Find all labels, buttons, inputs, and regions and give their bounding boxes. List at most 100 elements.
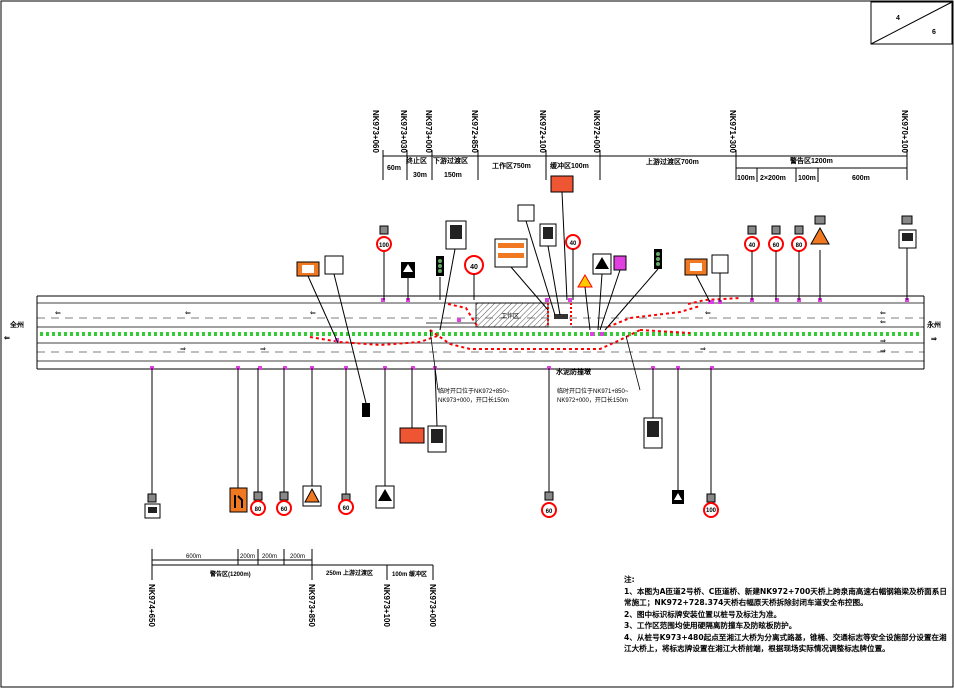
- speed-limit-value: 40: [749, 243, 756, 249]
- up-transition-label: 上游过渡区700m: [646, 157, 699, 166]
- lane-arrow-icon: ⇐: [880, 310, 886, 317]
- warning-light-icon: [771, 225, 781, 235]
- traffic-light-icon: [362, 403, 370, 417]
- speed-limit-value: 60: [343, 506, 350, 512]
- speed-limit-value: 80: [796, 243, 803, 249]
- top-zone-chain: [382, 150, 908, 182]
- bottom-stakes: NK974+650 NK973+850 NK973+100 NK973+000: [147, 584, 437, 627]
- bottom-seg: 600m: [186, 554, 201, 560]
- direction-sign-icon: [517, 204, 535, 222]
- speed-limit-value: 60: [546, 509, 553, 515]
- bottom-seg: 200m: [290, 554, 305, 560]
- warning-light-icon: [279, 491, 289, 501]
- stake-label: NK972+100: [538, 110, 547, 153]
- bottom-zone-labels: 600m 200m 200m 200m 警告区(1200m) 250m 上游过渡…: [186, 554, 427, 578]
- sheet-number: 4: [896, 15, 900, 22]
- warning-seg: 600m: [852, 175, 870, 182]
- top-zone-labels: 60m 终止区 30m 下游过渡区 150m 工作区750m 缓冲区100m 上…: [387, 156, 870, 182]
- buffer-zone-label: 缓冲区100m: [549, 161, 589, 170]
- warning-light-icon: [901, 215, 913, 225]
- lane-arrows: ⇐ ⇐ ⇐ ⇐ ⇐ ⇐ ⇒ ⇒ ⇒ ⇒ ⇒: [55, 310, 886, 355]
- lane-arrow-icon: ⇒: [880, 338, 886, 345]
- barrier-label: 水泥防撞墩: [556, 367, 592, 376]
- top-stakes: NK973+060 NK973+030 NK973+000 NK972+850 …: [371, 110, 909, 153]
- notes-block: 注: 1、本图为A匝道2号桥、C匝道桥、新建NK972+700天桥上跨泉南高速右…: [624, 574, 950, 655]
- warning-light-icon: [706, 493, 716, 503]
- sheet-title-block: 4 6: [870, 1, 953, 45]
- speed-limit-value: 60: [281, 507, 288, 513]
- warning-light-icon: [794, 225, 804, 235]
- place-right: 永州: [926, 320, 941, 329]
- speed-limit-sign-icon: [541, 502, 557, 518]
- place-left: 全州: [9, 320, 24, 329]
- speed-limit-value: 40: [570, 241, 577, 247]
- opening-left-line2: NK973+000，开口长150m: [438, 396, 509, 404]
- warning-light-icon: [814, 215, 826, 225]
- speed-limit-sign-icon: [703, 502, 719, 518]
- stake-label: NK971+300: [728, 110, 737, 153]
- bottom-zone-chain: [151, 549, 434, 580]
- speed-limit-sign-icon: [250, 500, 266, 516]
- worker-sign-icon: [711, 254, 729, 274]
- opening-right-line2: NK972+000，开口长150m: [557, 396, 628, 404]
- stake-label: NK973+000: [424, 110, 433, 153]
- lane-arrow-icon: ⇒: [880, 348, 886, 355]
- speed-limit-sign-icon: [376, 236, 392, 252]
- lane-arrow-icon: ⇒: [180, 346, 186, 353]
- arrow-left-icon: ⇐: [4, 335, 10, 342]
- work-zone-board-icon: [399, 427, 425, 444]
- lane-arrow-icon: ⇒: [700, 346, 706, 353]
- note-item: 2、图中标识标牌安装位置以桩号及标注为准。: [624, 609, 782, 619]
- opening-right-line1: 临时开口位于NK971+850~: [557, 387, 629, 395]
- stake-label: NK970+100: [900, 110, 909, 153]
- speed-limit-value: 100: [379, 243, 390, 249]
- warning-light-icon: [147, 493, 157, 503]
- stake-label: NK973+100: [382, 584, 391, 627]
- work-zone-board-icon: [550, 175, 574, 193]
- lane-arrow-icon: ⇒: [260, 346, 266, 353]
- speed-limit-sign-icon: [338, 499, 354, 515]
- speed-limit-value: 100: [706, 508, 717, 514]
- down-transition-label: 下游过渡区: [433, 156, 468, 165]
- flashing-light-icon: [613, 255, 627, 271]
- speed-limit-sign-icon: [276, 500, 292, 516]
- note-item: 1、本图为A匝道2号桥、C匝道桥、新建NK972+700天桥上跨泉南高速右幅钢箱…: [624, 586, 947, 608]
- top-signs: 100 40 40: [296, 175, 917, 417]
- worker-sign-icon: [324, 255, 344, 275]
- stake-label: NK973+030: [399, 110, 408, 153]
- stake-label: NK972+850: [470, 110, 479, 153]
- warning-triangle-icon: [810, 226, 830, 245]
- lane-arrow-icon: ⇐: [880, 319, 886, 326]
- stake-label: NK973+000: [428, 584, 437, 627]
- sheet-total: 6: [932, 29, 936, 36]
- stake-label: NK973+060: [371, 110, 380, 153]
- stake-label: NK974+650: [147, 584, 156, 627]
- crash-truck-icon: [554, 314, 568, 319]
- warning-light-icon: [253, 491, 263, 501]
- bottom-seg: 200m: [262, 554, 277, 560]
- traffic-cone-lines: [309, 297, 741, 350]
- warning-zone-label: 警告区1200m: [790, 156, 833, 165]
- work-zone-label: 工作区750m: [492, 161, 531, 170]
- bottom-seg: 200m: [240, 554, 255, 560]
- warning-light-icon: [747, 225, 757, 235]
- note-item: 3、工作区范围均使用硬隔离防撞车及防眩板防护。: [624, 621, 797, 630]
- warning-seg: 2×200m: [760, 175, 786, 182]
- warning-light-icon: [379, 225, 389, 235]
- work-zone-text: 工作区: [501, 312, 519, 320]
- note-item: 4、从桩号K973+480起点至湘江大桥为分离式路基，锥桶、交通标志等安全设施部…: [624, 632, 947, 654]
- warning-seg: 100m: [737, 175, 755, 182]
- speed-limit-value: 40: [470, 264, 478, 271]
- lane-arrow-icon: ⇐: [55, 310, 61, 317]
- bottom-buffer-label: 100m 缓冲区: [392, 570, 427, 578]
- warning-light-icon: [544, 491, 554, 501]
- stake-label: NK972+000: [592, 110, 601, 153]
- speed-limit-value: 60: [773, 243, 780, 249]
- stop-zone-length: 30m: [413, 172, 427, 179]
- arrow-right-icon: ⇒: [931, 336, 937, 343]
- down-transition-length: 150m: [444, 172, 462, 179]
- speed-limit-value: 80: [255, 507, 262, 513]
- opening-left-line1: 临时开口位于NK972+850~: [438, 387, 510, 395]
